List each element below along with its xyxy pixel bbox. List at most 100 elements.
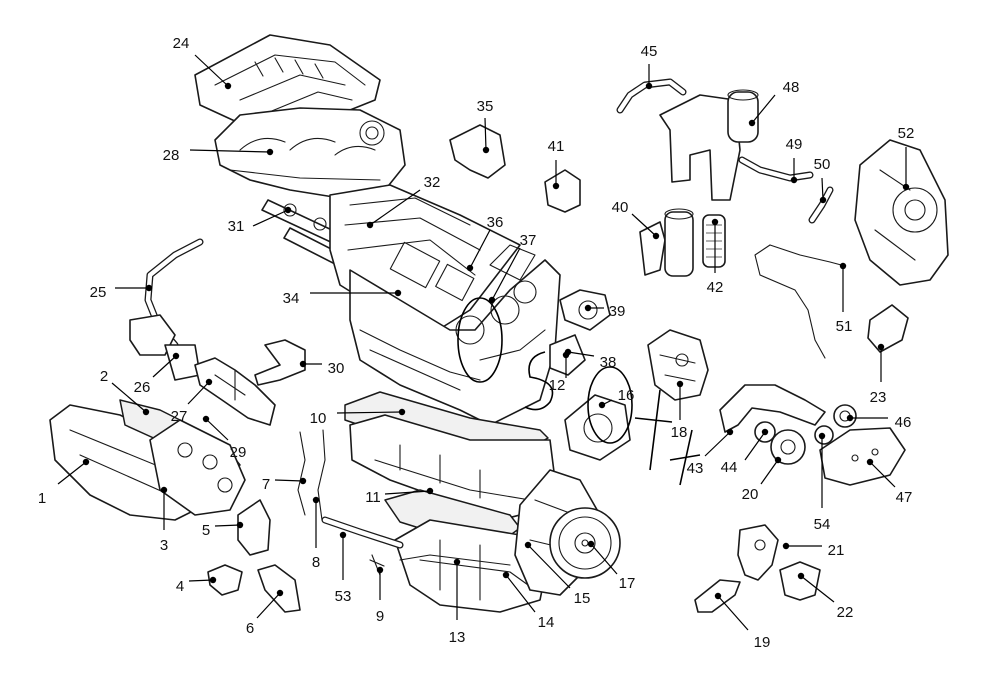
callout-leader-line <box>256 592 281 619</box>
callout-anchor-dot <box>426 487 434 495</box>
callout-leader-line <box>484 117 487 151</box>
callout-anchor-dot <box>236 521 244 529</box>
callout-anchor-dot <box>714 592 722 600</box>
callout-anchor-dot <box>276 589 284 597</box>
callout-leader-line <box>214 524 241 527</box>
callout-leader-line <box>869 461 896 488</box>
callout-anchor-dot <box>797 572 805 580</box>
callout-number: 24 <box>173 35 190 52</box>
callout-3: 3 <box>160 486 168 554</box>
callout-anchor-dot <box>172 352 180 360</box>
callout-number: 34 <box>283 290 300 307</box>
callout-36: 36 <box>466 214 503 272</box>
callout-number: 15 <box>574 590 591 607</box>
callout-46: 46 <box>846 414 912 431</box>
callout-48: 48 <box>748 79 799 127</box>
callout-39: 39 <box>584 303 626 320</box>
callout-number: 26 <box>134 379 151 396</box>
callout-number: 50 <box>814 156 831 173</box>
callout-anchor-dot <box>366 221 374 229</box>
callout-number: 54 <box>814 516 831 533</box>
callout-anchor-dot <box>866 458 874 466</box>
callout-leader-line <box>760 459 779 485</box>
callout-number: 20 <box>742 486 759 503</box>
callout-10: 10 <box>310 408 406 427</box>
callout-number: 6 <box>246 620 254 637</box>
callout-21: 21 <box>782 542 844 559</box>
callout-anchor-dot <box>224 82 232 90</box>
callout-number: 13 <box>449 629 466 646</box>
callout-number: 10 <box>310 410 327 427</box>
callout-anchor-dot <box>761 428 769 436</box>
water-pump-16 <box>564 394 631 461</box>
callout-leader-line <box>111 382 147 413</box>
callout-31: 31 <box>228 206 292 235</box>
callout-number: 25 <box>90 284 107 301</box>
callout-leader-line <box>274 479 304 482</box>
callout-leader-line <box>205 418 229 441</box>
callout-2: 2 <box>100 368 150 416</box>
callout-leader-line <box>704 431 731 457</box>
callout-26: 26 <box>134 352 180 396</box>
bracket-35 <box>449 124 506 179</box>
callout-6: 6 <box>246 589 284 637</box>
callout-anchor-dot <box>726 428 734 436</box>
callout-anchor-dot <box>376 566 384 574</box>
callout-anchor-dot <box>299 477 307 485</box>
watermark-logo <box>457 297 701 486</box>
callout-number: 43 <box>687 460 704 477</box>
callout-anchor-dot <box>676 380 684 388</box>
callout-anchor-dot <box>819 196 827 204</box>
callout-number: 41 <box>548 138 565 155</box>
callout-54: 54 <box>814 432 831 533</box>
pump-39 <box>559 289 611 331</box>
callout-14: 14 <box>502 571 555 631</box>
callout-9: 9 <box>376 566 384 625</box>
callout-anchor-dot <box>502 571 510 579</box>
callout-leader-line <box>152 355 177 378</box>
callout-number: 14 <box>538 614 555 631</box>
callout-15: 15 <box>524 541 591 607</box>
callout-number: 5 <box>202 522 210 539</box>
cover-plate-47 <box>819 427 906 486</box>
callout-layer: 1234567891011121314151617181920212223242… <box>38 35 915 651</box>
callout-anchor-dot <box>205 378 213 386</box>
callout-25: 25 <box>90 284 153 301</box>
dipstick-7 <box>297 431 306 516</box>
callout-anchor-dot <box>846 414 854 422</box>
callout-number: 3 <box>160 537 168 554</box>
callout-anchor-dot <box>266 148 274 156</box>
callout-leader-line <box>590 543 618 575</box>
callout-number: 39 <box>609 303 626 320</box>
callout-16: 16 <box>598 387 634 409</box>
callout-anchor-dot <box>748 119 756 127</box>
engine-top-cover <box>194 34 381 131</box>
callout-45: 45 <box>641 43 658 90</box>
callout-anchor-dot <box>488 296 496 304</box>
callout-anchor-dot <box>339 531 347 539</box>
callout-anchor-dot <box>466 264 474 272</box>
callout-18: 18 <box>671 380 688 441</box>
callout-anchor-dot <box>284 206 292 214</box>
callout-8: 8 <box>312 496 320 571</box>
callout-17: 17 <box>587 540 636 592</box>
callout-anchor-dot <box>902 183 910 191</box>
callout-number: 18 <box>671 424 688 441</box>
callout-anchor-dot <box>482 146 490 154</box>
callout-11: 11 <box>365 487 434 506</box>
callout-number: 37 <box>520 232 537 249</box>
callout-28: 28 <box>163 147 274 164</box>
callout-anchor-dot <box>877 343 885 351</box>
oil-pan <box>394 519 546 613</box>
timing-belt <box>719 384 826 433</box>
callout-number: 46 <box>895 414 912 431</box>
callout-44: 44 <box>721 428 769 476</box>
thermostat-housing <box>737 524 779 581</box>
callout-leader-line <box>189 149 271 153</box>
callout-number: 45 <box>641 43 658 60</box>
callout-leader-line <box>717 595 749 631</box>
callout-35: 35 <box>477 98 493 154</box>
callout-leader-line <box>631 213 657 237</box>
callout-number: 17 <box>619 575 636 592</box>
